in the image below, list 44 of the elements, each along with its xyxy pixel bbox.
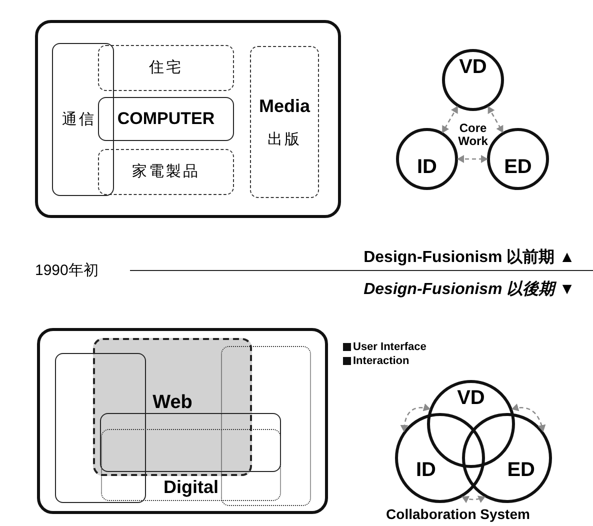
year-label: 1990年初 xyxy=(35,261,98,280)
circle-label: ED xyxy=(504,156,532,179)
rounded-box xyxy=(100,413,281,472)
dashed-connector xyxy=(511,404,546,432)
dashed-connector xyxy=(442,106,458,134)
dashed-connector xyxy=(488,106,504,133)
box-label: Digital xyxy=(163,477,218,498)
legend-label: User Interface xyxy=(353,341,426,353)
legend-label: Interaction xyxy=(353,355,410,367)
circle xyxy=(442,49,504,111)
circle-label: VD xyxy=(459,56,487,79)
box-label: Media xyxy=(258,96,310,117)
box-label: Web xyxy=(152,392,192,414)
dashed-box xyxy=(250,46,319,198)
rounded-box xyxy=(55,353,146,503)
dashed-connector xyxy=(457,155,488,163)
box-subtitle: 出版 xyxy=(268,130,302,148)
dashed-box xyxy=(98,45,234,91)
dashed-box xyxy=(98,149,234,195)
dashed-connector xyxy=(400,404,431,432)
dashed-connector xyxy=(462,496,486,504)
box-label: COMPUTER xyxy=(117,109,215,129)
rounded-box xyxy=(98,97,234,141)
center-label: Core Work xyxy=(457,122,489,148)
circle xyxy=(395,413,485,503)
period-label: Design-Fusionism 以後期 ▼ xyxy=(364,280,575,300)
circle-label: VD xyxy=(457,387,485,410)
circle-label: ED xyxy=(507,459,535,482)
panel-frame xyxy=(35,20,341,218)
circle-label: ID xyxy=(416,459,436,482)
circle xyxy=(396,128,458,190)
circle xyxy=(487,128,549,190)
box-label: 通信 xyxy=(62,110,96,128)
rounded-box xyxy=(52,43,114,196)
dotted-box xyxy=(221,346,311,506)
circle xyxy=(462,413,552,503)
dotted-box xyxy=(101,429,281,501)
caption-label: Collaboration System xyxy=(386,506,530,522)
box-label: 住宅 xyxy=(149,59,183,77)
shaded-dashed-box xyxy=(93,338,252,476)
panel-frame xyxy=(37,328,328,514)
period-label: Design-Fusionism 以前期 ▲ xyxy=(364,248,575,268)
box-label: 家電製品 xyxy=(132,163,200,181)
circle-label: ID xyxy=(417,156,437,179)
